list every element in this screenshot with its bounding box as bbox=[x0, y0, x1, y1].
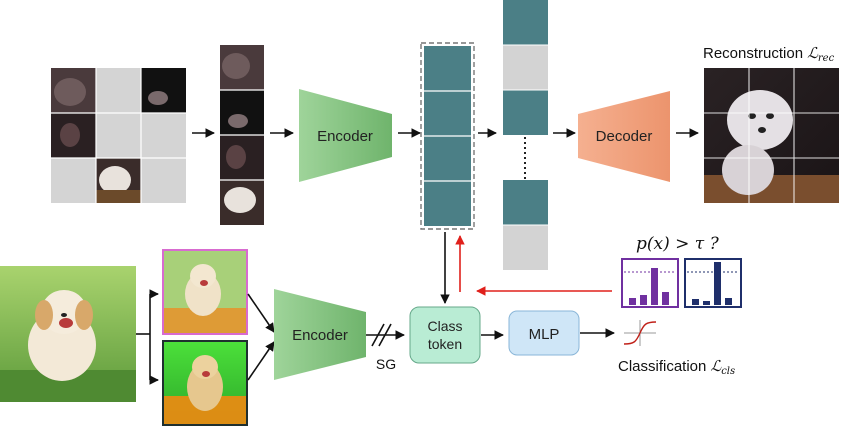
reconstruction-image bbox=[704, 68, 839, 203]
mlp-label: MLP bbox=[529, 326, 560, 343]
full-token-sequence bbox=[503, 0, 548, 270]
augmentation-branch-arrows bbox=[136, 289, 159, 385]
decoder-label: Decoder bbox=[596, 128, 653, 145]
mlp-box: MLP bbox=[508, 310, 580, 356]
classification-loss-symbol: ℒ bbox=[710, 357, 722, 375]
threshold-formula: p(x) > τ ? bbox=[636, 234, 720, 254]
augmented-view-2 bbox=[162, 340, 248, 426]
stop-gradient-marks bbox=[371, 323, 392, 347]
class-token-label-line1: Class bbox=[427, 318, 462, 334]
masked-input-image bbox=[51, 68, 186, 203]
original-dog-image bbox=[0, 266, 136, 402]
class-token-box: Class token bbox=[409, 306, 481, 364]
histogram-purple bbox=[621, 258, 679, 308]
encoder-bottom-label: Encoder bbox=[292, 327, 348, 344]
reconstruction-label: Reconstruction bbox=[703, 45, 803, 62]
histogram-navy bbox=[684, 258, 742, 308]
encoder-top: Encoder bbox=[299, 89, 392, 182]
class-token-label-line2: token bbox=[428, 336, 462, 352]
reconstruction-loss-symbol: ℒ bbox=[807, 44, 819, 62]
augmented-view-1 bbox=[162, 249, 248, 335]
sigmoid-icon bbox=[623, 320, 657, 346]
classification-loss-subscript: cls bbox=[721, 366, 735, 377]
encoder-top-label: Encoder bbox=[317, 128, 373, 145]
arrow-view1-to-encoder bbox=[247, 293, 275, 333]
reconstruction-loss-subscript: rec bbox=[818, 53, 835, 64]
encoder-bottom: Encoder bbox=[274, 289, 366, 380]
visible-patches-column bbox=[220, 45, 264, 225]
latent-token-column bbox=[420, 42, 475, 230]
arrow-view2-to-encoder bbox=[247, 341, 275, 381]
stop-gradient-label: SG bbox=[376, 356, 396, 372]
classification-label: Classification bbox=[618, 358, 706, 375]
decoder: Decoder bbox=[578, 91, 670, 182]
